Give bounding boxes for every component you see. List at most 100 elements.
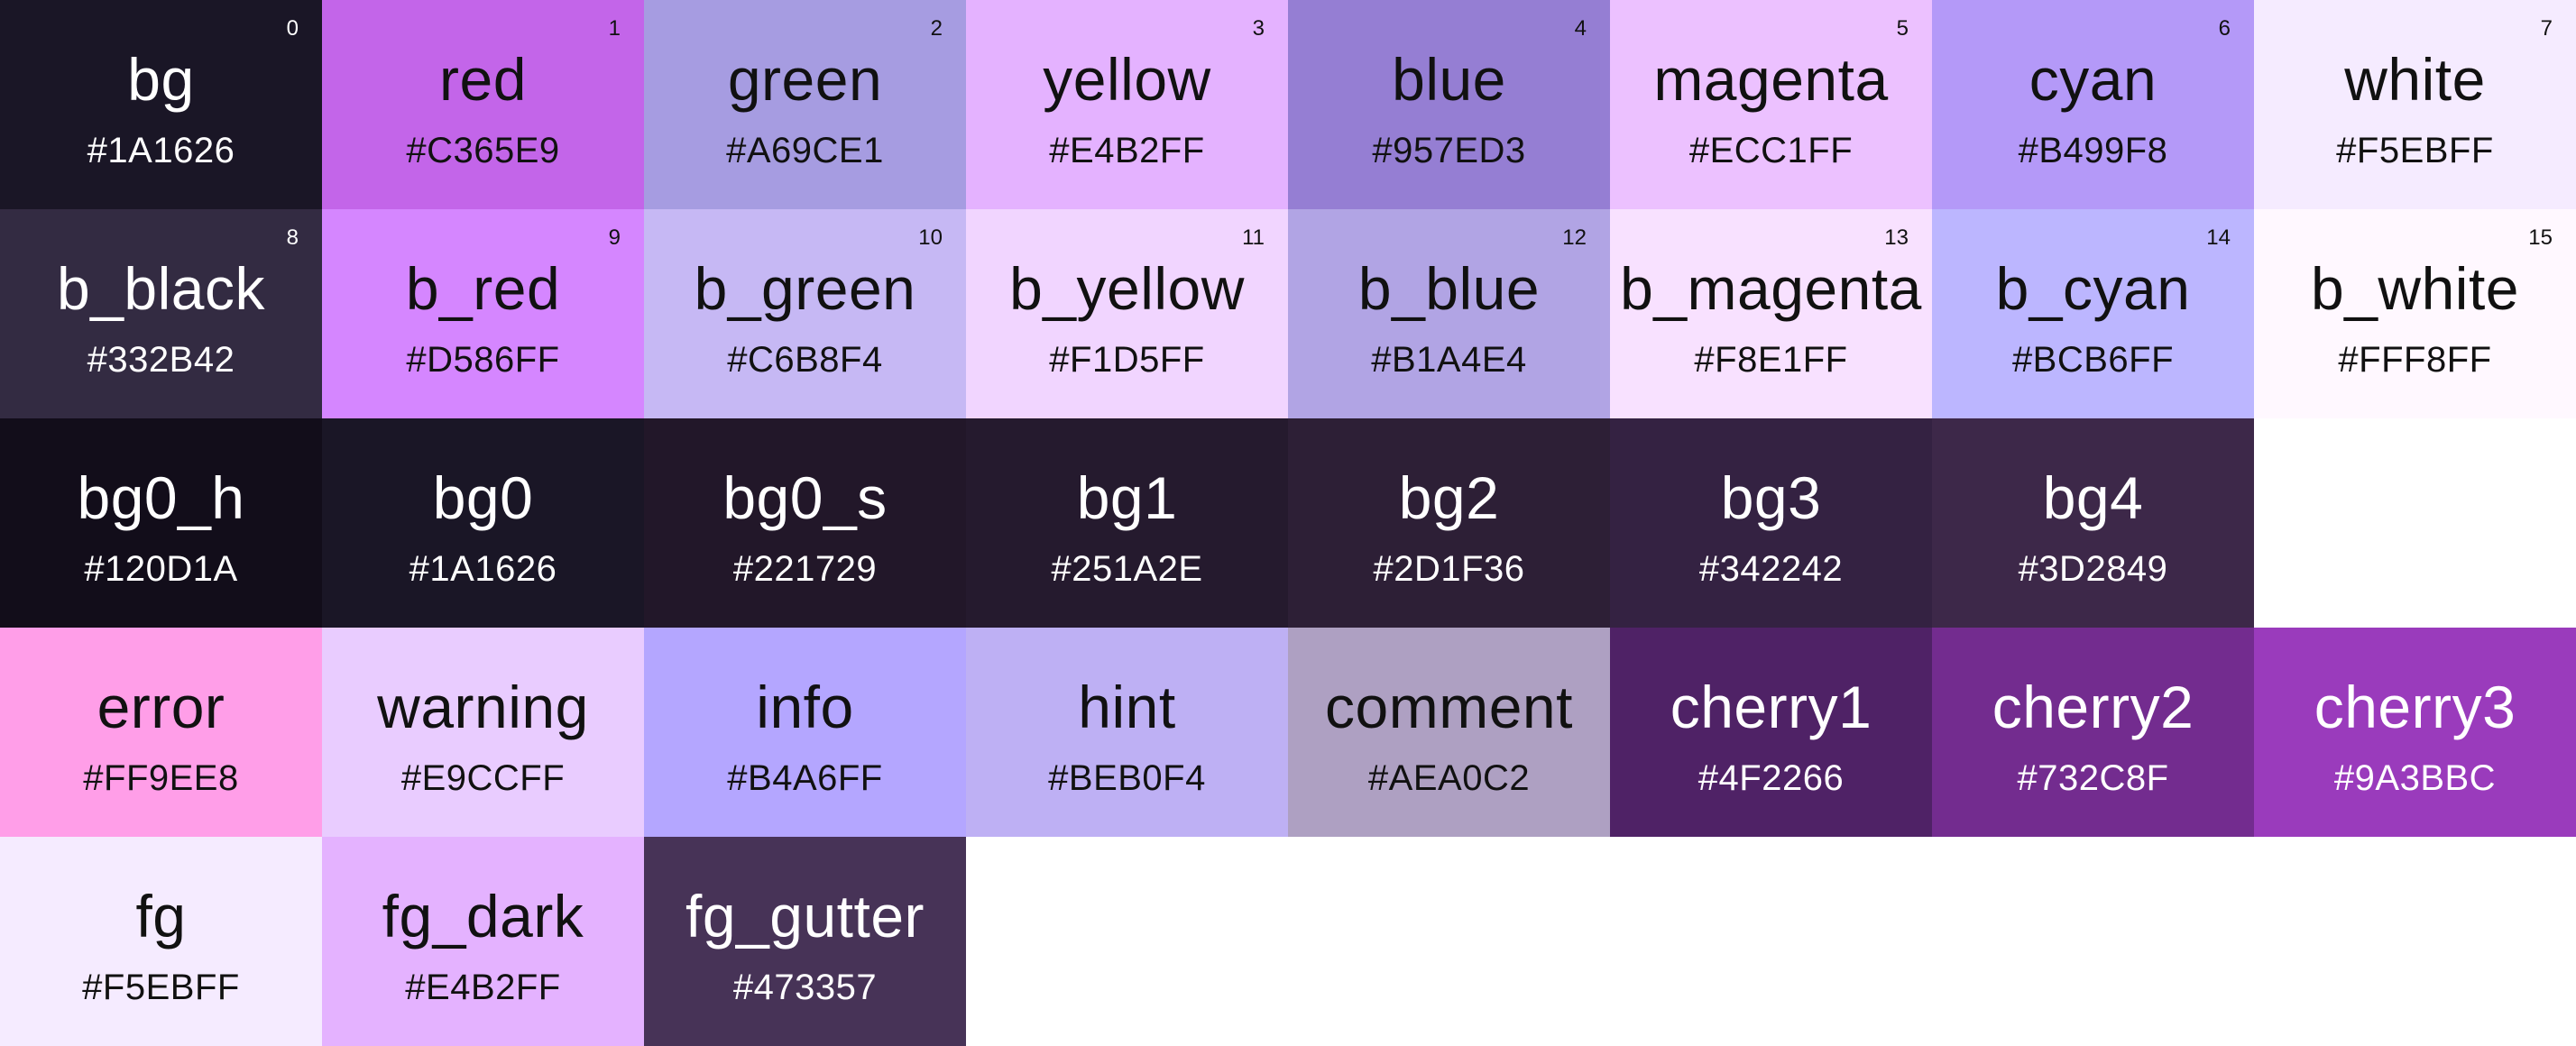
swatch-index: 7 bbox=[2540, 16, 2553, 41]
swatch-hex: #B499F8 bbox=[2018, 131, 2168, 170]
swatch-name: error bbox=[97, 674, 225, 740]
color-swatch: bg3#342242 bbox=[1610, 418, 1932, 628]
color-swatch: bg4#3D2849 bbox=[1932, 418, 2254, 628]
color-swatch: bg0_s#221729 bbox=[644, 418, 966, 628]
swatch-index: 9 bbox=[608, 225, 621, 250]
swatch-name: b_white bbox=[2311, 255, 2519, 322]
swatch-name: fg_dark bbox=[382, 883, 584, 950]
palette-row: fg #F5EBFF fg_dark #E4B2FF fg_gutter #473357 bbox=[0, 837, 2576, 1046]
color-swatch: hint #BEB0F4 bbox=[966, 628, 1288, 837]
swatch-hex: #332B42 bbox=[87, 340, 235, 380]
swatch-hex: #D586FF bbox=[406, 340, 560, 380]
swatch-name: b_red bbox=[405, 255, 561, 322]
swatch-name: cyan bbox=[2029, 46, 2157, 113]
swatch-hex: #342242 bbox=[1698, 549, 1844, 589]
swatch-hex: #A69CE1 bbox=[726, 131, 884, 170]
color-swatch: 13 b_magenta #F8E1FF bbox=[1610, 209, 1932, 418]
color-swatch: fg_dark #E4B2FF bbox=[322, 837, 644, 1046]
color-swatch: 9 b_red #D586FF bbox=[322, 209, 644, 418]
color-swatch: bg0#1A1626 bbox=[322, 418, 644, 628]
swatch-name: b_black bbox=[57, 255, 265, 322]
empty-cell bbox=[966, 837, 1288, 1046]
swatch-name: bg0 bbox=[432, 464, 534, 531]
swatch-name: bg2 bbox=[1398, 464, 1500, 531]
swatch-index: 8 bbox=[286, 225, 299, 250]
swatch-name: hint bbox=[1078, 674, 1176, 740]
swatch-hex: #251A2E bbox=[1051, 549, 1203, 589]
swatch-hex: #221729 bbox=[732, 549, 878, 589]
swatch-index: 14 bbox=[2206, 225, 2231, 250]
swatch-index: 13 bbox=[1884, 225, 1909, 250]
swatch-hex: #473357 bbox=[732, 968, 878, 1007]
swatch-name: b_magenta bbox=[1620, 255, 1922, 322]
swatch-hex: #2D1F36 bbox=[1373, 549, 1525, 589]
color-swatch: 15 b_white #FFF8FF bbox=[2254, 209, 2576, 418]
color-swatch: 12 b_blue #B1A4E4 bbox=[1288, 209, 1610, 418]
swatch-name: bg4 bbox=[2042, 464, 2144, 531]
swatch-name: comment bbox=[1325, 674, 1573, 740]
swatch-name: info bbox=[756, 674, 854, 740]
swatch-name: warning bbox=[377, 674, 589, 740]
color-swatch: warning #E9CCFF bbox=[322, 628, 644, 837]
swatch-name: magenta bbox=[1653, 46, 1889, 113]
swatch-index: 1 bbox=[608, 16, 621, 41]
swatch-hex: #F5EBFF bbox=[2336, 131, 2494, 170]
swatch-hex: #E9CCFF bbox=[400, 758, 566, 798]
swatch-hex: #F5EBFF bbox=[82, 968, 240, 1007]
swatch-name: b_yellow bbox=[1009, 255, 1245, 322]
swatch-name: fg bbox=[135, 883, 187, 950]
swatch-hex: #F8E1FF bbox=[1694, 340, 1848, 380]
empty-cell bbox=[2254, 418, 2576, 628]
swatch-hex: #B1A4E4 bbox=[1371, 340, 1527, 380]
swatch-index: 5 bbox=[1896, 16, 1909, 41]
swatch-name: b_cyan bbox=[1995, 255, 2191, 322]
swatch-hex: #B4A6FF bbox=[727, 758, 883, 798]
swatch-hex: #732C8F bbox=[2017, 758, 2169, 798]
swatch-hex: #C365E9 bbox=[406, 131, 560, 170]
swatch-name: cherry2 bbox=[1992, 674, 2194, 740]
swatch-name: cherry3 bbox=[2314, 674, 2516, 740]
swatch-name: fg_gutter bbox=[685, 883, 925, 950]
swatch-name: bg1 bbox=[1076, 464, 1178, 531]
swatch-name: b_green bbox=[694, 255, 916, 322]
empty-cell bbox=[1610, 837, 1932, 1046]
swatch-name: b_blue bbox=[1357, 255, 1541, 322]
color-swatch: comment #AEA0C2 bbox=[1288, 628, 1610, 837]
swatch-hex: #AEA0C2 bbox=[1367, 758, 1531, 798]
swatch-hex: #957ED3 bbox=[1372, 131, 1526, 170]
swatch-hex: #E4B2FF bbox=[405, 968, 561, 1007]
swatch-hex: #BCB6FF bbox=[2011, 340, 2175, 380]
color-swatch: 4 blue #957ED3 bbox=[1288, 0, 1610, 209]
color-swatch: 8 b_black #332B42 bbox=[0, 209, 322, 418]
swatch-index: 4 bbox=[1574, 16, 1587, 41]
swatch-index: 12 bbox=[1562, 225, 1587, 250]
swatch-name: blue bbox=[1392, 46, 1506, 113]
swatch-index: 3 bbox=[1252, 16, 1265, 41]
swatch-hex: #1A1626 bbox=[87, 131, 235, 170]
color-swatch: fg #F5EBFF bbox=[0, 837, 322, 1046]
swatch-hex: #120D1A bbox=[84, 549, 238, 589]
swatch-hex: #9A3BBC bbox=[2333, 758, 2497, 798]
empty-cell bbox=[1288, 837, 1610, 1046]
color-swatch: cherry3 #9A3BBC bbox=[2254, 628, 2576, 837]
swatch-hex: #FFF8FF bbox=[2338, 340, 2492, 380]
color-swatch: cherry1#4F2266 bbox=[1610, 628, 1932, 837]
swatch-index: 10 bbox=[918, 225, 943, 250]
color-swatch: 14 b_cyan #BCB6FF bbox=[1932, 209, 2254, 418]
swatch-index: 2 bbox=[930, 16, 943, 41]
swatch-index: 15 bbox=[2528, 225, 2553, 250]
swatch-name: bg bbox=[127, 46, 195, 113]
swatch-hex: #BEB0F4 bbox=[1048, 758, 1206, 798]
